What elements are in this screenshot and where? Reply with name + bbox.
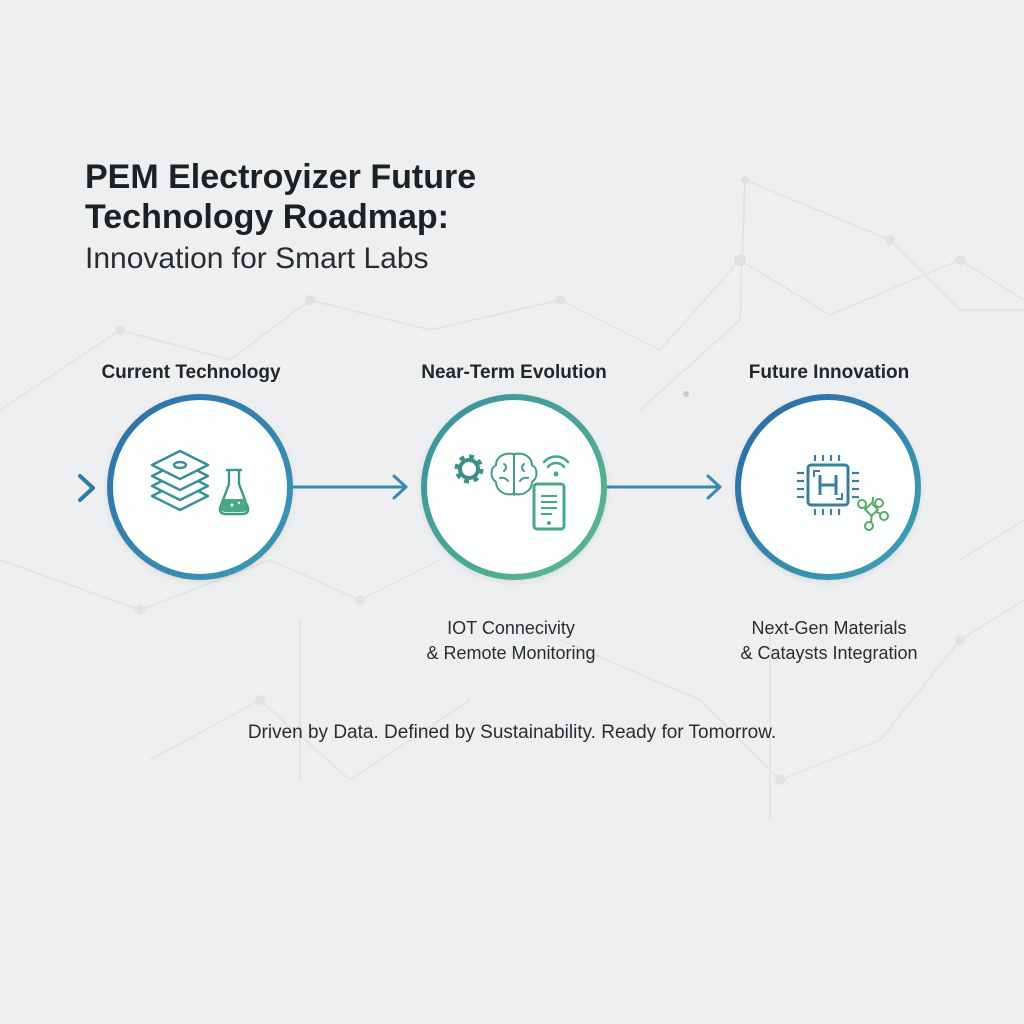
stage-label-current: Current Technology xyxy=(101,362,281,383)
molecule-icon xyxy=(857,496,889,531)
tablet-icon xyxy=(532,482,566,531)
connector-arrow-2 xyxy=(606,474,722,500)
title-line-1: PEM Electroyizer Future xyxy=(85,158,477,196)
hydrogen-chip-icon xyxy=(797,455,859,515)
page-subtitle: Innovation for Smart Labs xyxy=(85,242,429,275)
brain-icon xyxy=(490,452,538,496)
description-line-2: & Cataysts Integration xyxy=(740,643,918,663)
wifi-icon xyxy=(542,455,570,477)
description-line-2: & Remote Monitoring xyxy=(426,643,596,663)
stage-circle-current xyxy=(107,394,293,580)
stage-circle-future xyxy=(735,394,921,580)
entry-chevron-icon xyxy=(78,474,95,502)
gear-icon xyxy=(454,454,484,484)
stage-description-near-term: IOT Connecivity & Remote Monitoring xyxy=(381,616,641,666)
stacked-layers-icon xyxy=(150,449,210,512)
stage-label-future: Future Innovation xyxy=(748,362,910,383)
connector-arrow-1 xyxy=(292,474,408,500)
stage-description-future: Next-Gen Materials & Cataysts Integratio… xyxy=(699,616,959,666)
flask-icon xyxy=(218,468,250,516)
title-line-2: Technology Roadmap: xyxy=(85,198,449,236)
page-title: PEM Electroyizer Future Technology Roadm… xyxy=(85,157,476,237)
stage-circle-near-term xyxy=(421,394,607,580)
description-line-1: IOT Connecivity xyxy=(447,618,575,638)
stage-label-near-term: Near-Term Evolution xyxy=(421,362,607,383)
description-line-1: Next-Gen Materials xyxy=(751,618,907,638)
tagline: Driven by Data. Defined by Sustainabilit… xyxy=(247,722,777,743)
